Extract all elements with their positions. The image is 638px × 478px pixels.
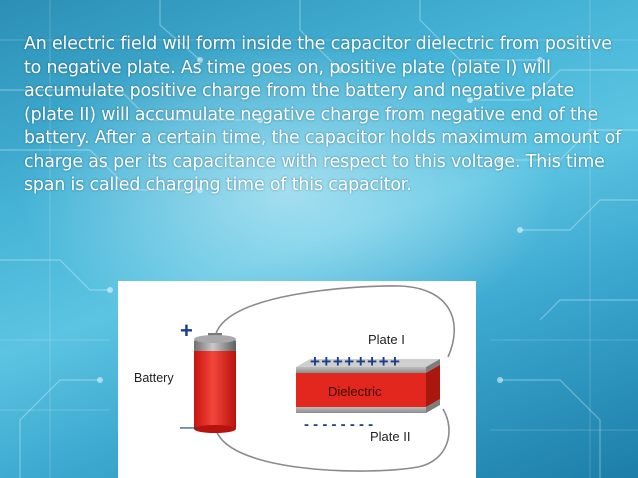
battery-label: Battery [134,371,174,385]
capacitor-icon [296,359,440,413]
plate-one-label: Plate I [368,332,405,347]
top-wire [214,285,456,358]
plate-two [296,407,426,413]
plate-two-label: Plate II [370,429,410,444]
positive-charges: ++++++++ [310,352,401,371]
capacitor-diagram: + — Battery Plate I ++++++++ Dielectric … [118,281,476,478]
plate-one [296,359,440,367]
body-paragraph: An electric field will form inside the c… [24,34,622,195]
dielectric-label: Dielectric [328,384,382,399]
battery-icon [194,333,236,433]
negative-charges: - - - - - - - - [304,416,373,433]
plus-sign: + [180,318,193,343]
capacitor-circuit-svg: + — Battery Plate I ++++++++ Dielectric … [134,285,456,472]
minus-sign: — [180,417,197,436]
bottom-wire [214,408,450,472]
